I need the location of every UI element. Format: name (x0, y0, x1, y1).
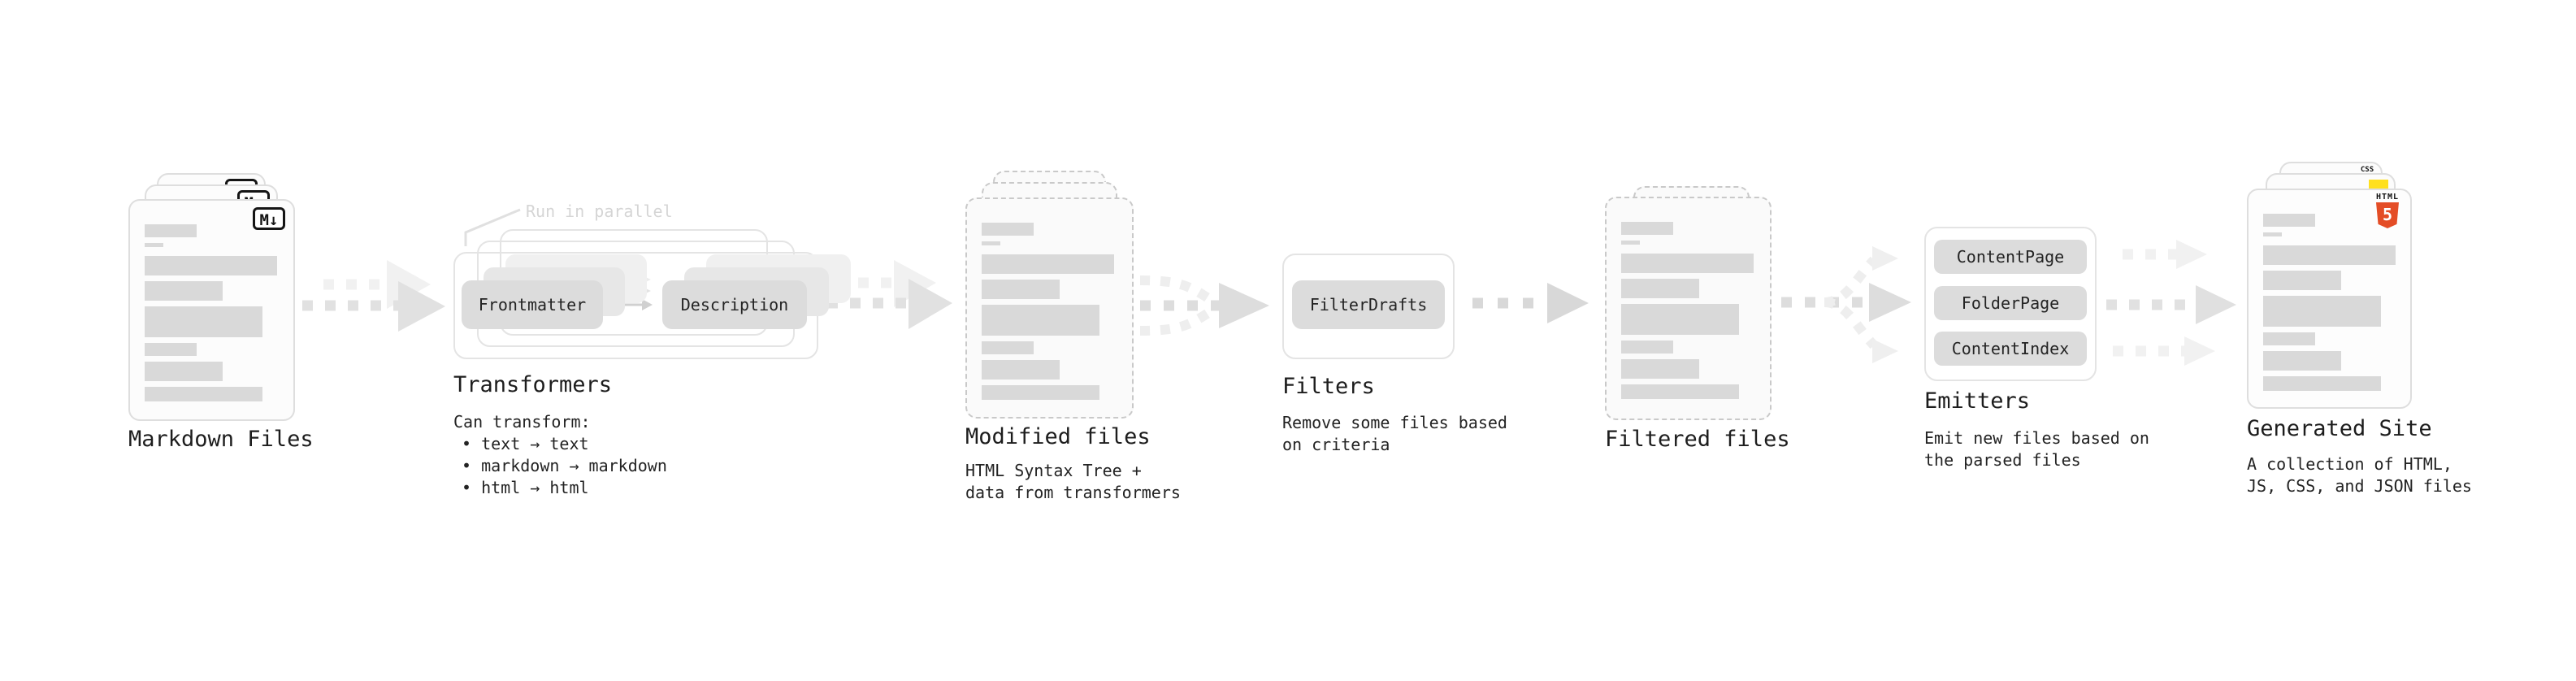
text-line-bar (982, 341, 1034, 354)
text-line-bar (982, 223, 1034, 236)
arrow-emitters-to-generated (2106, 240, 2236, 366)
label-markdown-files: Markdown Files (128, 427, 314, 452)
description-pill: Description (662, 280, 807, 329)
text-line-bar (2263, 296, 2381, 327)
text-line-bar (982, 305, 1099, 336)
text-line-bar (2263, 245, 2396, 265)
desc-line: A collection of HTML, (2247, 454, 2452, 474)
text-line-bar (2263, 214, 2315, 227)
text-line-bar (1621, 304, 1739, 335)
text-line-bar (1621, 279, 1699, 298)
text-line-bar (2263, 376, 2381, 391)
text-line-bar (982, 241, 1000, 245)
generated-site-stack: CSS HTML 5 (2247, 162, 2412, 410)
desc-line: JS, CSS, and JSON files (2247, 476, 2472, 496)
desc-line: on criteria (1282, 435, 1390, 454)
run-in-parallel-callout-line (464, 208, 521, 246)
text-line-bar (145, 306, 262, 337)
html5-icon: HTML 5 (2373, 193, 2402, 228)
transform-bullet: • markdown → markdown (462, 456, 667, 475)
contentindex-pill: ContentIndex (1934, 332, 2087, 366)
text-line-bar (145, 224, 197, 237)
html-file-front: HTML 5 (2247, 189, 2412, 409)
markdown-icon: M↓ (253, 207, 285, 230)
filterdrafts-pill: FilterDrafts (1292, 280, 1445, 329)
label-generated-site: Generated Site (2247, 416, 2432, 441)
desc-line: Emit new files based on (1924, 428, 2149, 448)
text-line-bar (2263, 232, 2282, 236)
text-line-bar (2263, 271, 2341, 290)
transformers-description: Can transform: • text → text • markdown … (453, 411, 667, 499)
generated-site-description: A collection of HTML, JS, CSS, and JSON … (2247, 453, 2472, 497)
markdown-files-stack: M↓ M↓ M↓ (128, 173, 295, 421)
text-line-bar (982, 254, 1114, 274)
filtered-files-stack (1605, 186, 1772, 422)
label-filters: Filters (1282, 374, 1375, 399)
desc-line: data from transformers (965, 483, 1181, 502)
label-modified-files: Modified files (965, 424, 1151, 449)
emitters-description: Emit new files based on the parsed files (1924, 427, 2149, 471)
text-line-bar (1621, 340, 1673, 354)
transformers-desc-title: Can transform: (453, 412, 591, 432)
desc-line: the parsed files (1924, 450, 2081, 470)
filtered-file-front (1605, 197, 1772, 420)
text-line-bar (982, 385, 1099, 400)
contentpage-pill: ContentPage (1934, 240, 2087, 274)
text-line-bar (145, 343, 197, 356)
folderpage-pill: FolderPage (1934, 286, 2087, 320)
text-line-bar (145, 243, 163, 247)
desc-line: Remove some files based (1282, 413, 1507, 432)
arrow-filters-to-filtered (1472, 283, 1589, 323)
modified-files-stack (965, 171, 1134, 419)
modified-files-description: HTML Syntax Tree + data from transformer… (965, 460, 1181, 504)
arrow-markdown-to-transformers (302, 260, 445, 332)
document-text-lines (145, 224, 277, 401)
transform-bullet: • text → text (462, 434, 589, 453)
text-line-bar (2263, 332, 2315, 345)
run-in-parallel-note: Run in parallel (526, 202, 673, 221)
transform-bullet: • html → html (462, 478, 589, 497)
document-text-lines (1621, 222, 1754, 399)
text-line-bar (145, 362, 223, 381)
css-icon-label: CSS (2360, 166, 2374, 174)
html5-icon-shield: 5 (2376, 202, 2399, 228)
text-line-bar (1621, 241, 1640, 245)
label-transformers: Transformers (453, 372, 613, 397)
text-line-bar (2263, 351, 2341, 371)
desc-line: HTML Syntax Tree + (965, 461, 1142, 480)
html5-icon-label: HTML (2375, 193, 2400, 202)
frontmatter-pill: Frontmatter (462, 280, 603, 329)
text-line-bar (982, 280, 1060, 299)
text-line-bar (145, 256, 277, 275)
filters-description: Remove some files based on criteria (1282, 412, 1507, 456)
text-line-bar (1621, 359, 1699, 379)
text-line-bar (1621, 254, 1754, 273)
document-text-lines (982, 223, 1114, 400)
text-line-bar (982, 360, 1060, 380)
modified-file-front (965, 197, 1134, 419)
label-emitters: Emitters (1924, 388, 2031, 414)
document-text-lines (2263, 214, 2396, 391)
arrow-modified-to-filters (1139, 275, 1269, 336)
text-line-bar (1621, 222, 1673, 235)
text-line-bar (145, 387, 262, 401)
text-line-bar (1621, 384, 1739, 399)
label-filtered-files: Filtered files (1605, 427, 1790, 452)
markdown-file-front: M↓ (128, 199, 295, 421)
arrow-filtered-to-emitters (1781, 246, 1911, 363)
text-line-bar (145, 281, 223, 301)
